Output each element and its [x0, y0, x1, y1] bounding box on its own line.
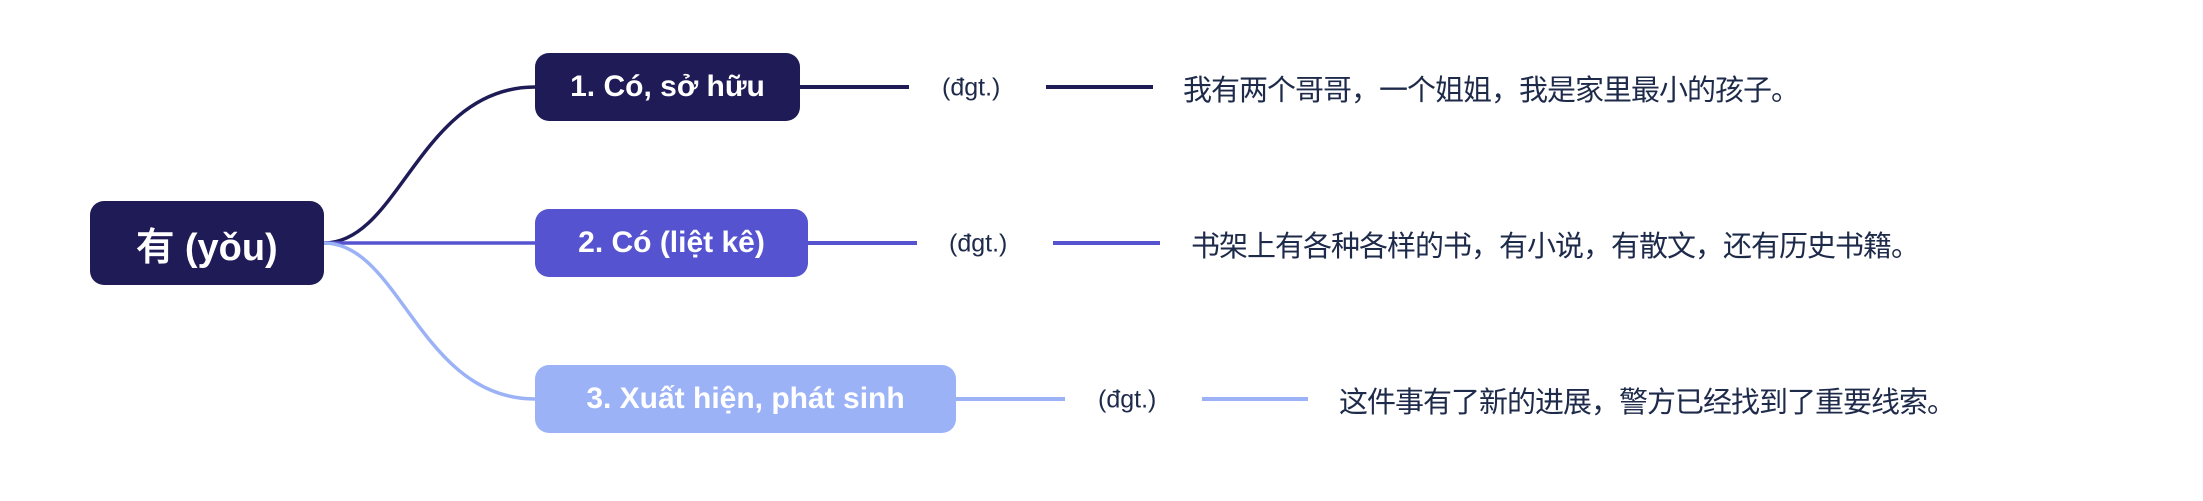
branch-node-1[interactable]: 1. Có, sở hữu: [535, 53, 800, 121]
example-sentence-2[interactable]: 书架上有各种各样的书，有小说，有散文，还有历史书籍。: [1191, 229, 1920, 263]
example-sentence-3[interactable]: 这件事有了新的进展，警方已经找到了重要线索。: [1339, 385, 1956, 419]
link-root-branch-3: [323, 241, 536, 401]
example-sentence-1[interactable]: 我有两个哥哥，一个姐姐，我是家里最小的孩子。: [1183, 73, 1800, 107]
part-of-speech-1[interactable]: (đgt.): [942, 73, 1001, 102]
branch-node-3[interactable]: 3. Xuất hiện, phát sinh: [535, 365, 956, 433]
link-root-branch-1: [323, 85, 536, 245]
part-of-speech-3[interactable]: (đgt.): [1098, 385, 1157, 414]
root-node[interactable]: 有 (yǒu): [90, 201, 324, 285]
branch-node-2[interactable]: 2. Có (liệt kê): [535, 209, 808, 277]
part-of-speech-2[interactable]: (đgt.): [949, 229, 1008, 258]
